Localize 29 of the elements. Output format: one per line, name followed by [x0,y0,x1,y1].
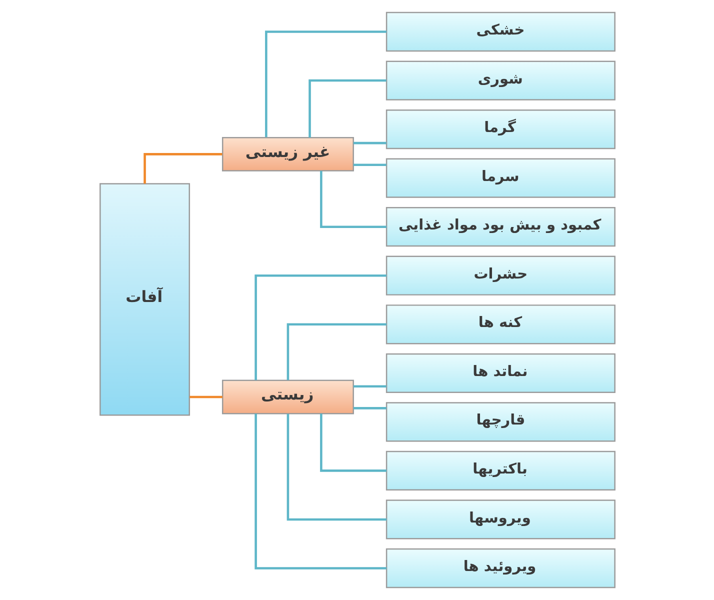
node-box: نماتد ها [385,353,615,393]
connector [286,414,386,521]
connector [254,414,386,570]
node-box: باکتریها [385,450,615,491]
node-box: آفات [99,183,190,416]
connector [320,171,386,228]
node-box: زیستی [221,380,354,414]
node-box: غیر زیستی [221,136,354,172]
connector [353,385,386,388]
connector [353,164,386,166]
connector [353,142,386,144]
node-box: شوری [385,60,615,100]
connector [353,407,386,410]
connector [308,79,386,138]
connector [254,274,386,380]
connector [320,414,386,472]
connector [189,396,222,398]
node-box: خشکی [385,12,615,52]
node-box: سرما [385,158,615,198]
node-box: کنه ها [385,304,615,344]
connector [264,30,386,138]
node-box: ویروسها [385,500,615,540]
node-box: حشرات [385,256,615,296]
connector [143,153,222,184]
node-box: قارچها [385,402,615,442]
node-box: ویروئید ها [385,548,615,588]
connector [286,323,386,380]
node-box: کمبود و بیش بود مواد غذایی [385,207,615,247]
node-box: گرما [385,109,615,150]
